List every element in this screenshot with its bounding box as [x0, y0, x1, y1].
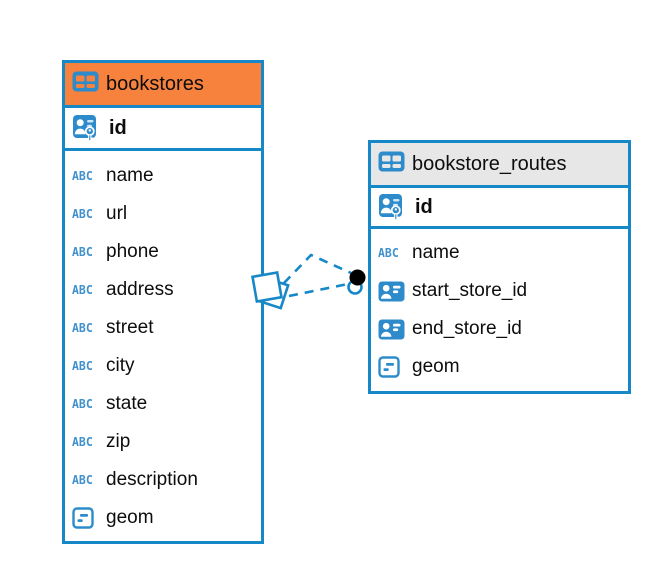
field-name: description — [106, 469, 198, 490]
field-row-end-store-id[interactable]: end_store_id — [371, 310, 628, 348]
field-row-phone[interactable]: ABC phone — [65, 233, 261, 271]
text-type-icon: ABC — [72, 244, 93, 260]
field-name: name — [106, 165, 154, 186]
field-row-address[interactable]: ABC address — [65, 271, 261, 309]
primary-key-name: id — [109, 116, 127, 139]
field-name: address — [106, 279, 174, 300]
text-type-icon: ABC — [72, 320, 93, 336]
field-row-name[interactable]: ABC name — [65, 157, 261, 195]
field-name: url — [106, 203, 128, 224]
field-name: state — [106, 393, 148, 414]
text-type-icon: ABC — [378, 245, 399, 261]
table-title: bookstore_routes — [412, 152, 567, 175]
primary-key-row[interactable]: id — [65, 108, 261, 151]
text-type-icon: ABC — [72, 168, 93, 184]
field-name: start_store_id — [412, 280, 528, 301]
foreign-key-person-icon — [378, 319, 409, 340]
text-type-icon: ABC — [72, 472, 93, 488]
person-key-icon — [378, 193, 409, 221]
field-name: name — [412, 242, 460, 263]
field-name: phone — [106, 241, 159, 262]
table-header-bookstores[interactable]: bookstores — [65, 63, 261, 108]
field-row-description[interactable]: ABC description — [65, 461, 261, 499]
table-title: bookstores — [106, 72, 204, 95]
text-type-icon: ABC — [72, 434, 93, 450]
geometry-type-icon — [72, 507, 103, 529]
primary-key-name: id — [415, 195, 433, 218]
text-type-icon: ABC — [72, 206, 93, 222]
field-row-start-store-id[interactable]: start_store_id — [371, 272, 628, 310]
filled-dot-marker[interactable] — [349, 269, 366, 286]
field-row-city[interactable]: ABC city — [65, 347, 261, 385]
primary-key-row[interactable]: id — [371, 188, 628, 229]
relationship-line-straight[interactable] — [288, 282, 349, 298]
foreign-key-person-icon — [378, 281, 409, 302]
geometry-type-icon — [378, 356, 409, 378]
field-name: zip — [106, 431, 131, 452]
text-type-icon: ABC — [72, 396, 93, 412]
table-icon — [72, 71, 99, 97]
field-row-url[interactable]: ABC url — [65, 195, 261, 233]
entity-table-bookstores[interactable]: bookstores id ABC — [62, 60, 264, 544]
field-row-geom[interactable]: geom — [65, 499, 261, 537]
entity-table-bookstore-routes[interactable]: bookstore_routes id ABC — [368, 140, 631, 394]
text-type-icon: ABC — [72, 358, 93, 374]
field-name: geom — [106, 507, 154, 528]
field-row-name[interactable]: ABC name — [371, 234, 628, 272]
field-list: ABC name start_store_id — [371, 229, 628, 391]
text-type-icon: ABC — [72, 282, 93, 298]
person-key-icon — [72, 114, 103, 142]
field-name: street — [106, 317, 154, 338]
field-row-zip[interactable]: ABC zip — [65, 423, 261, 461]
field-name: city — [106, 355, 135, 376]
field-row-street[interactable]: ABC street — [65, 309, 261, 347]
field-name: end_store_id — [412, 318, 522, 339]
table-header-bookstore-routes[interactable]: bookstore_routes — [371, 143, 628, 188]
field-row-state[interactable]: ABC state — [65, 385, 261, 423]
open-dot-marker[interactable] — [347, 279, 363, 295]
relationship-line-bent[interactable] — [283, 253, 352, 284]
table-icon — [378, 151, 405, 177]
field-row-geom[interactable]: geom — [371, 348, 628, 386]
relationship-target-dot-markers[interactable] — [347, 269, 366, 295]
field-list: ABC name ABC url ABC phone ABC address A… — [65, 151, 261, 541]
field-name: geom — [412, 356, 460, 377]
